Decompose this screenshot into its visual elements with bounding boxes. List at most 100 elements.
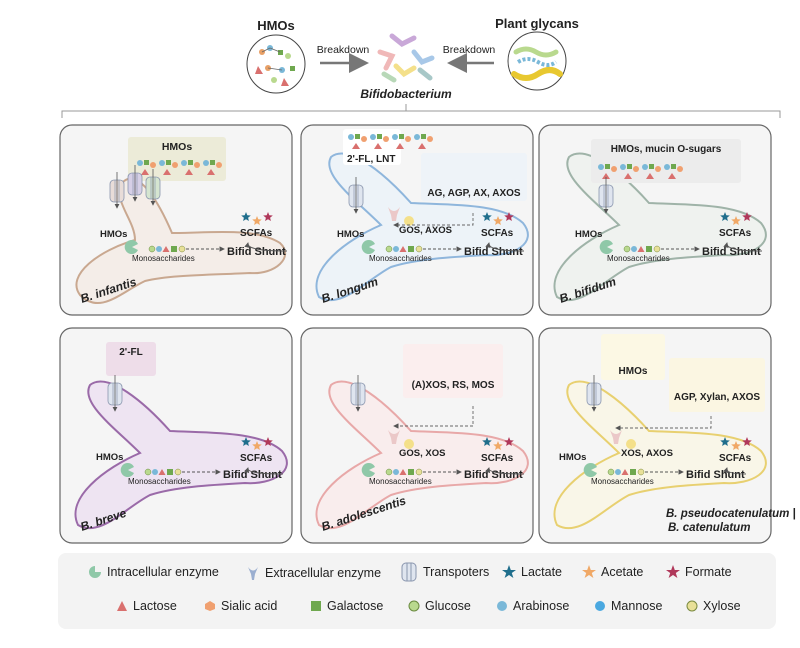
intracellular-enzyme-icon <box>583 463 597 477</box>
diagram-canvas: HMOs Plant glycans Breakdown Breakdown <box>59 16 796 544</box>
formate-star <box>742 212 752 221</box>
glucose-icon <box>408 600 420 612</box>
substrates-label: HMOs <box>619 366 648 377</box>
legend-extracellular: Extracellular enzyme <box>246 565 381 581</box>
substrate-box <box>403 344 503 398</box>
lactate-star <box>482 437 492 446</box>
scfa-arrow <box>485 242 525 252</box>
legend-lactose: Lactose <box>116 599 177 613</box>
monosaccharides-label: Monosaccharides <box>369 477 432 486</box>
bifid-shunt-label: Bifid Shunt <box>223 469 282 481</box>
lactate-star <box>241 212 251 221</box>
extracellular-enzyme-icon <box>248 567 258 580</box>
scfas-label: SCFAs <box>481 228 514 239</box>
plant-glycans-circle <box>507 31 567 91</box>
transporter-icon <box>598 177 614 214</box>
acetate-star-icon <box>582 565 596 578</box>
substrate-box <box>128 137 226 181</box>
top-section: HMOs Plant glycans Breakdown Breakdown <box>61 16 781 118</box>
monosaccharides-label: Monosaccharides <box>369 254 432 263</box>
hmos-inner-label: HMOs <box>337 229 364 240</box>
substrates-label: HMOs, mucin O-sugars <box>611 144 722 155</box>
transporter-icon <box>145 169 161 206</box>
legend-arabinose: Arabinose <box>496 599 569 613</box>
legend-intracellular: Intracellular enzyme <box>88 565 219 579</box>
bifid-shunt-label: Bifid Shunt <box>464 246 523 258</box>
panel-b--bifidum: HMOs, mucin O-sugarsHMOsMonosaccharidesB… <box>538 124 772 316</box>
intracellular-enzyme-icon <box>89 566 101 578</box>
scfas-label: SCFAs <box>481 453 514 464</box>
bacterium-body <box>315 152 529 302</box>
intracellular-enzyme-icon <box>361 463 375 477</box>
legend-mannose: Mannose <box>594 599 662 613</box>
enzyme-blob <box>626 439 636 449</box>
legend: Intracellular enzyme Extracellular enzym… <box>58 553 776 629</box>
scfa-arrow <box>244 467 284 475</box>
substrate-box <box>421 153 527 201</box>
formate-star <box>504 437 514 446</box>
plant-glycans-title: Plant glycans <box>495 16 579 31</box>
legend-lactate: Lactate <box>502 565 562 579</box>
degradation-arrow <box>393 406 474 429</box>
formate-star <box>504 212 514 221</box>
breakdown-right-label: Breakdown <box>443 44 496 56</box>
substrates-label: HMOs <box>162 141 192 153</box>
extracellular-enzyme-icon <box>388 207 400 221</box>
hmo-molecule-icons <box>137 160 222 175</box>
legend-xylose: Xylose <box>686 599 741 613</box>
formate-star <box>263 212 273 221</box>
sialic-acid-icon <box>205 601 215 611</box>
bacterium-body <box>75 177 287 305</box>
intracellular-enzyme-icon <box>599 240 613 254</box>
genus-bracket <box>61 110 781 118</box>
extracellular-enzyme-icon <box>610 430 622 444</box>
legend-galactose: Galactose <box>310 599 383 613</box>
breakdown-left-label: Breakdown <box>317 44 370 56</box>
mannose-icon <box>595 601 605 611</box>
monosaccharide-symbols <box>385 468 423 476</box>
acetate-star <box>731 441 741 450</box>
hmos-inner-label: HMOs <box>100 229 127 240</box>
lactate-star <box>482 212 492 221</box>
legend-transporters: Transpoters <box>400 561 489 583</box>
substrate-box <box>106 342 156 376</box>
transporter-icon <box>109 172 125 209</box>
monosaccharides-label: Monosaccharides <box>128 477 191 486</box>
degradation-arrow <box>393 213 474 228</box>
scfa-arrow <box>485 467 525 475</box>
species-label-a: B. pseudocatenulatum | <box>666 508 796 520</box>
plant-glycans-icon <box>511 46 563 81</box>
genus-label: Bifidobacterium <box>360 87 452 101</box>
lactate-star <box>720 437 730 446</box>
substrate-box <box>591 139 741 183</box>
scfas-label: SCFAs <box>719 228 752 239</box>
monosaccharides-label: Monosaccharides <box>591 477 654 486</box>
hmo-molecule-icons <box>348 134 433 149</box>
monosaccharides-label: Monosaccharides <box>607 254 670 263</box>
bifid-shunt-label: Bifid Shunt <box>686 469 745 481</box>
bacterium-body <box>315 380 529 530</box>
transporter-icon <box>107 375 123 412</box>
transporter-icon <box>127 165 143 202</box>
species-label-b: B. catenulatum <box>668 522 750 534</box>
formate-star <box>263 437 273 446</box>
gos-label: GOS, XOS <box>399 448 445 459</box>
intracellular-enzyme-icon <box>124 239 138 254</box>
substrates2-label: AG, AGP, AX, AXOS <box>427 188 520 199</box>
enzyme-blob <box>404 216 414 226</box>
monosaccharide-symbols <box>144 468 182 476</box>
monosaccharide-symbols <box>623 245 661 253</box>
hmos-inner-label: HMOs <box>575 229 602 240</box>
formate-star <box>742 437 752 446</box>
arabinose-icon <box>497 601 507 611</box>
scfa-arrow <box>723 467 747 475</box>
acetate-star <box>493 216 503 225</box>
scfas-label: SCFAs <box>719 453 752 464</box>
acetate-star <box>493 441 503 450</box>
formate-star-icon <box>666 565 680 578</box>
xylose-icon <box>686 600 698 612</box>
